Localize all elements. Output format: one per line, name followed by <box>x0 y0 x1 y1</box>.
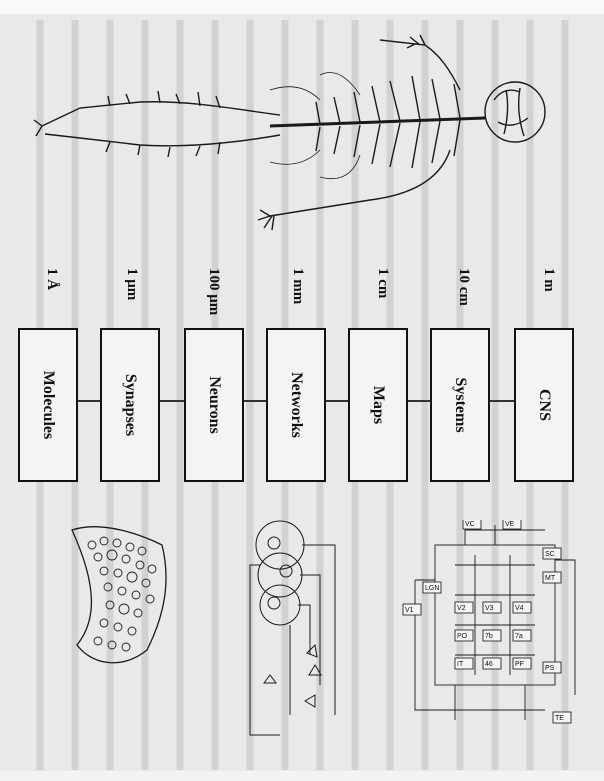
scale-label-neurons: 100 μm <box>205 268 222 315</box>
scale-label-systems: 10 cm <box>455 268 472 306</box>
scan-top-edge <box>0 0 604 14</box>
systems-node-label: PF <box>515 661 524 668</box>
level-box-cns: CNS <box>514 328 574 482</box>
systems-node-label: V1 <box>405 607 414 614</box>
synapse-sketch <box>62 525 172 670</box>
level-label: Networks <box>287 372 305 438</box>
scale-label-cns: 1 m <box>540 268 557 292</box>
systems-node-label: PO <box>457 633 468 640</box>
systems-node-label: MT <box>545 575 556 582</box>
systems-node-label: LGN <box>425 585 439 592</box>
level-label: Synapses <box>121 374 139 436</box>
level-box-systems: Systems <box>430 328 490 482</box>
systems-node-label: 46 <box>485 661 493 668</box>
scale-label-synapses: 1 μm <box>123 268 140 300</box>
systems-node-label: 7a <box>515 633 523 640</box>
scan-bottom-edge <box>0 771 604 781</box>
level-label: CNS <box>535 389 553 421</box>
systems-node-label: V4 <box>515 605 524 612</box>
systems-node-label: TE <box>555 715 564 722</box>
systems-node-label: 7b <box>485 633 493 640</box>
nervous-system-figure <box>20 30 560 235</box>
level-box-networks: Networks <box>266 328 326 482</box>
level-label: Molecules <box>39 371 57 439</box>
scale-label-molecules: 1 Å <box>43 268 60 290</box>
systems-node-label: V2 <box>457 605 466 612</box>
level-box-molecules: Molecules <box>18 328 78 482</box>
level-box-neurons: Neurons <box>184 328 244 482</box>
level-label: Neurons <box>205 376 223 434</box>
systems-node-label: IT <box>457 661 464 668</box>
systems-node-label: PS <box>545 665 555 672</box>
systems-node-label: V3 <box>485 605 494 612</box>
level-box-synapses: Synapses <box>100 328 160 482</box>
level-label: Systems <box>451 377 469 432</box>
systems-node-label: SC <box>545 551 555 558</box>
neuron-network-sketch <box>240 505 350 745</box>
scale-label-maps: 1 cm <box>374 268 391 298</box>
systems-node-label: VE <box>505 521 515 528</box>
scale-label-networks: 1 mm <box>289 268 306 304</box>
systems-node-label: VC <box>465 521 475 528</box>
level-label: Maps <box>369 386 387 424</box>
level-box-maps: Maps <box>348 328 408 482</box>
